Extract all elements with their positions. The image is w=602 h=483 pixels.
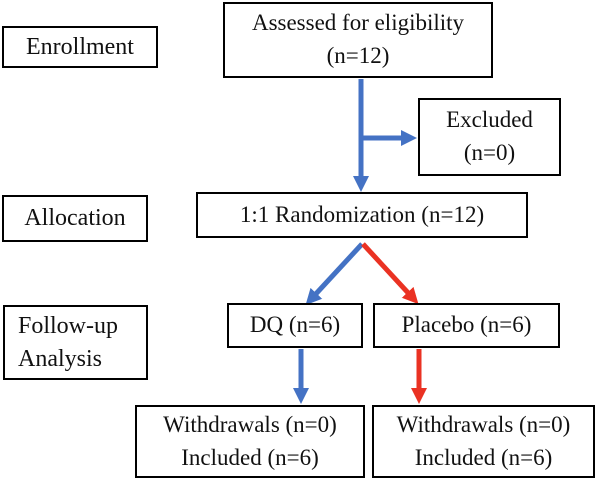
node-dq-outcome-line1: Withdrawals (n=0) [163,411,337,437]
node-dq-text: DQ (n=6) [249,312,341,338]
stage-label-enrollment-text: Enrollment [26,33,134,60]
arrow-randomization-to-dq [305,242,364,306]
arrow-randomization-to-placebo [361,242,419,305]
node-excluded-line2: (n=0) [463,140,516,165]
node-randomization-text: 1:1 Randomization (n=12) [239,201,485,227]
stage-label-allocation: Allocation [2,195,148,242]
stage-label-allocation-text: Allocation [24,205,126,232]
node-assessed-for-eligibility: Assessed for eligibility (n=12) [223,2,493,78]
node-assessed-line2: (n=12) [326,43,390,68]
node-placebo-arm: Placebo (n=6) [373,303,560,348]
stage-label-followup-line1: Follow-up [18,313,119,340]
node-placebo-outcome-line1: Withdrawals (n=0) [396,411,571,437]
stage-label-followup-line2: Analysis [18,345,102,372]
node-dq-outcome: Withdrawals (n=0) Included (n=6) [135,405,365,478]
node-assessed-line1: Assessed for eligibility [251,10,465,36]
node-excluded: Excluded (n=0) [418,98,561,176]
node-dq-arm: DQ (n=6) [227,303,363,348]
stage-label-enrollment: Enrollment [2,26,158,68]
node-randomization: 1:1 Randomization (n=12) [196,192,528,238]
node-excluded-line1: Excluded [446,107,533,133]
node-placebo-text: Placebo (n=6) [401,312,532,338]
node-placebo-outcome-line2: Included (n=6) [414,444,553,470]
stage-label-followup-analysis: Follow-up Analysis [3,305,148,380]
node-placebo-outcome: Withdrawals (n=0) Included (n=6) [372,405,595,478]
node-dq-outcome-line2: Included (n=6) [181,444,319,470]
